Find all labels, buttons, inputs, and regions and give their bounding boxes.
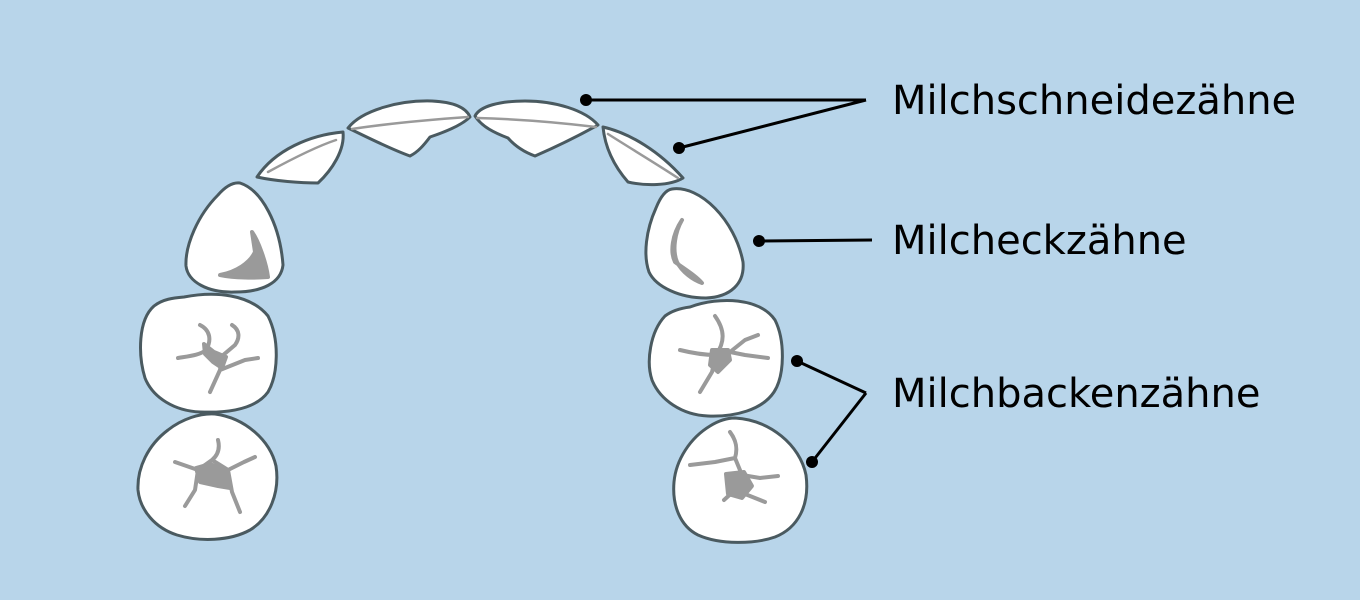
molar-right-upper [647,298,784,418]
molar-right-lower [672,416,809,544]
canine-left [184,181,285,294]
incisor-left-central [346,99,472,158]
incisors-label: Milchschneidezähne [892,78,1297,124]
incisor-right-central [473,99,600,158]
canine-right [644,187,745,300]
molar-pointer-dot [806,456,818,468]
canines-label: Milcheckzähne [892,218,1187,264]
canine-leader-line [753,235,873,247]
incisor-pointer-dot [673,142,685,154]
molar-left-upper [139,292,278,414]
incisor-right-lateral [601,125,685,187]
molar-leader-lines [791,355,868,468]
incisor-leader-lines [580,94,867,154]
incisor-left-lateral [255,130,345,185]
molar-left-lower [136,412,279,541]
canine-pointer-dot [753,235,765,247]
molars-label: Milchbackenzähne [892,371,1261,417]
molar-pointer-dot [791,355,803,367]
incisor-pointer-dot [580,94,592,106]
